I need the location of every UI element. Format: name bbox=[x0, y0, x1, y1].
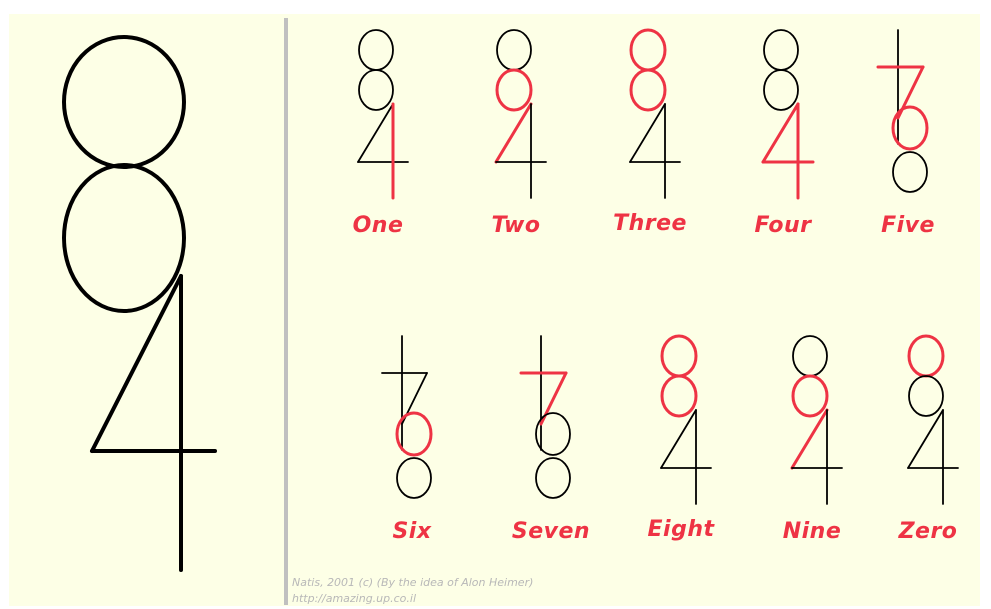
digit-nine-icon bbox=[792, 336, 842, 504]
digit-label-five: Five bbox=[838, 213, 978, 238]
lower-circle bbox=[397, 458, 431, 498]
lower-circle bbox=[893, 152, 927, 192]
upper-circle bbox=[359, 30, 393, 70]
digit-five-icon bbox=[878, 30, 927, 192]
diagonal-stroke bbox=[630, 104, 665, 162]
upper-circle bbox=[909, 336, 943, 376]
upper-circle bbox=[764, 30, 798, 70]
upper-circle bbox=[662, 336, 696, 376]
digit-three-icon bbox=[630, 30, 680, 198]
master-diagonal bbox=[92, 276, 181, 451]
digit-eight-icon bbox=[661, 336, 711, 504]
lower-circle bbox=[909, 376, 943, 416]
diagonal-stroke bbox=[908, 410, 943, 468]
digit-label-six: Six bbox=[342, 519, 482, 544]
credit-line-1: Natis, 2001 (c) (By the idea of Alon Hei… bbox=[292, 576, 533, 589]
digit-two-icon bbox=[496, 30, 546, 198]
upper-circle bbox=[497, 30, 531, 70]
diagonal-stroke bbox=[358, 104, 393, 162]
upper-circle bbox=[631, 30, 665, 70]
digit-label-eight: Eight bbox=[611, 517, 751, 542]
digit-six-icon bbox=[382, 336, 431, 498]
lower-circle bbox=[631, 70, 665, 110]
lower-circle bbox=[764, 70, 798, 110]
diagonal-stroke bbox=[496, 104, 531, 162]
digit-seven-icon bbox=[521, 336, 570, 498]
master-glyph bbox=[64, 37, 215, 570]
digit-label-three: Three bbox=[580, 211, 720, 236]
digit-label-one: One bbox=[308, 213, 448, 238]
diagonal-stroke bbox=[792, 410, 827, 468]
digit-zero-icon bbox=[908, 336, 958, 504]
digit-label-seven: Seven bbox=[481, 519, 621, 544]
lower-circle bbox=[536, 458, 570, 498]
digit-label-four: Four bbox=[713, 213, 853, 238]
lower-circle bbox=[359, 70, 393, 110]
digit-label-two: Two bbox=[446, 213, 586, 238]
diagonal-stroke bbox=[763, 104, 798, 162]
lower-circle bbox=[497, 70, 531, 110]
lower-circle bbox=[793, 376, 827, 416]
master-upper-circle bbox=[64, 37, 184, 167]
credit-line-2: http://amazing.up.co.il bbox=[292, 592, 416, 605]
upper-circle bbox=[793, 336, 827, 376]
master-lower-circle bbox=[64, 165, 184, 311]
diagonal-stroke bbox=[661, 410, 696, 468]
digit-one-icon bbox=[358, 30, 408, 198]
lower-circle bbox=[662, 376, 696, 416]
digit-four-icon bbox=[763, 30, 813, 198]
digit-label-zero: Zero bbox=[858, 519, 991, 544]
